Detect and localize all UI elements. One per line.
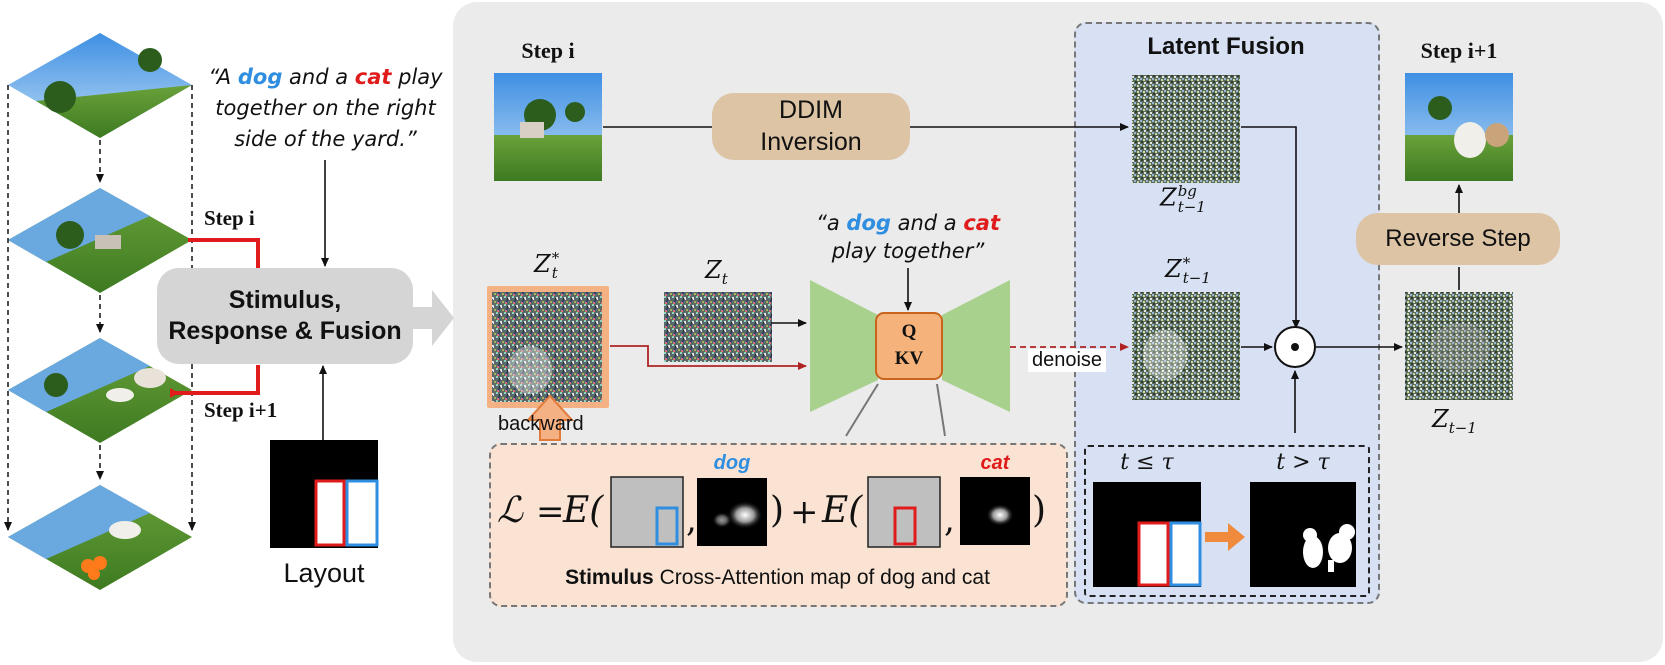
z-out-label: Zt−1	[1432, 405, 1477, 437]
ddim-inversion-box: DDIM Inversion	[712, 93, 910, 160]
threshold-right-label: t > τ	[1276, 450, 1330, 475]
layout-image	[270, 440, 379, 548]
frame-stack	[4, 33, 196, 590]
layout-label: Layout	[283, 558, 365, 588]
flow-arrow	[412, 290, 454, 346]
loss-dog-attention	[697, 478, 767, 546]
unet-prompt: “a dog and a cat play together”	[815, 211, 1000, 263]
frame-4-image	[8, 485, 192, 590]
loss-symbol: ℒ	[497, 490, 523, 531]
loss-dog-box	[610, 476, 684, 548]
left-step-i-label: Step i	[204, 206, 255, 230]
loss-comma2: ,	[944, 500, 955, 540]
loss-comma1: ,	[686, 500, 697, 540]
loss-eq: =	[536, 492, 565, 532]
z-t-image	[664, 292, 772, 362]
loss-e1: E(	[563, 490, 604, 531]
backward-label: backward	[498, 413, 584, 435]
denoise-label: denoise	[1028, 349, 1107, 372]
ddim-line2: Inversion	[760, 127, 862, 156]
mask-layout	[1093, 482, 1202, 587]
z-star-prev-label: Z*t−1	[1165, 253, 1211, 287]
loss-cat-box	[867, 476, 941, 548]
unet-encoder	[810, 280, 878, 412]
z-t-label: Zt	[705, 256, 728, 288]
z-star-prev-image	[1132, 292, 1240, 400]
srf-line2: Response & Fusion	[168, 317, 402, 345]
frame-3-image	[8, 338, 192, 443]
loss-cat-attention	[960, 477, 1030, 545]
loss-close1: )	[770, 490, 785, 531]
z-star-t-label: Z*t	[534, 248, 560, 282]
loss-e2: E(	[822, 490, 863, 531]
srf-line1: Stimulus,	[228, 285, 342, 314]
qkv-block	[875, 312, 943, 380]
threshold-left-label: t ≤ τ	[1120, 450, 1174, 475]
frame-1-image	[8, 33, 192, 138]
srf-box: Stimulus, Response & Fusion	[157, 268, 413, 364]
q-label: Q	[901, 321, 917, 342]
loss-plus: +	[790, 492, 819, 532]
z-out-image	[1405, 292, 1513, 400]
odot-dot	[1291, 343, 1299, 351]
threshold-arrow	[1205, 523, 1245, 551]
main-step-i1-label: Step i+1	[1420, 38, 1498, 63]
loss-dog-label: dog	[713, 452, 751, 474]
prompt-text: “A dog and a cat play together on the ri…	[208, 65, 443, 151]
unet-decoder	[942, 280, 1010, 412]
kv-label: KV	[894, 348, 924, 369]
z-bg-image	[1132, 75, 1240, 183]
loss-caption-bold: Stimulus	[565, 566, 654, 589]
loss-close2: )	[1032, 490, 1047, 531]
loss-caption: Stimulus Cross-Attention map of dog and …	[489, 566, 1066, 590]
frame-2-image	[8, 188, 192, 293]
main-step-i-label: Step i	[521, 38, 575, 63]
qkv-label: Q KV	[876, 318, 942, 372]
reverse-step-label: Reverse Step	[1385, 225, 1531, 252]
ddim-line1: DDIM	[779, 96, 843, 125]
left-step-i1-label: Step i+1	[204, 398, 278, 422]
z-star-t-image	[492, 292, 602, 402]
step-i1-image	[1405, 73, 1513, 181]
step-i-image	[494, 73, 602, 181]
mask-segmentation	[1250, 482, 1356, 587]
step-bracket	[176, 238, 260, 393]
loss-cat-label: cat	[980, 452, 1010, 474]
backward-arrow	[525, 394, 575, 441]
latent-fusion-title: Latent Fusion	[1147, 33, 1305, 60]
reverse-step-box: Reverse Step	[1356, 213, 1560, 265]
loss-caption-rest: Cross-Attention map of dog and cat	[653, 566, 990, 589]
